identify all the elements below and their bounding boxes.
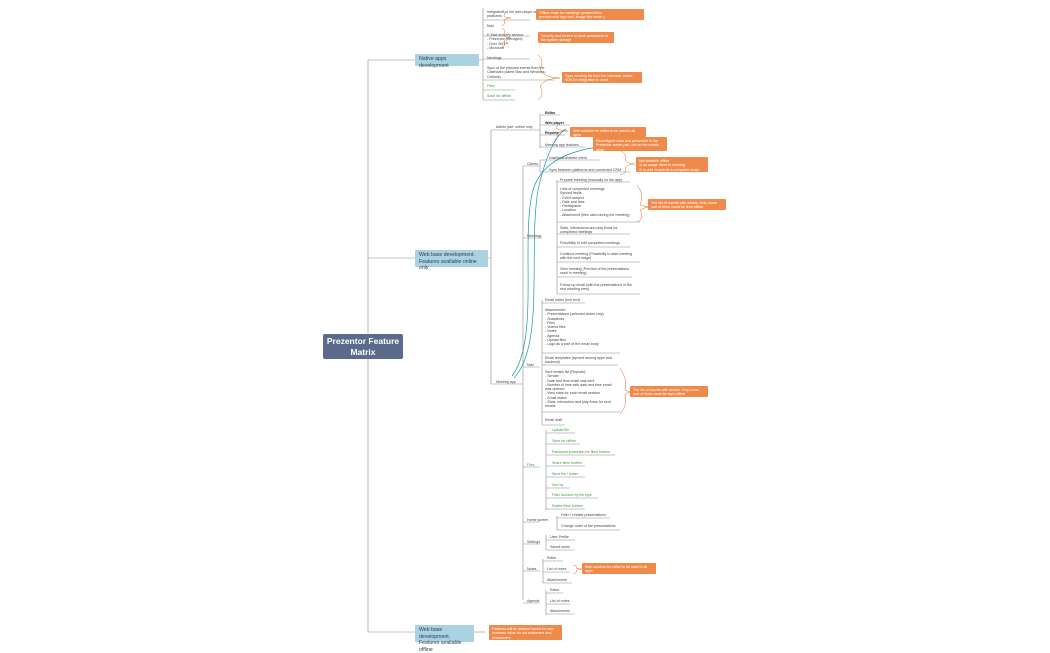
- mail-attachments[interactable]: Attachments: - Presentations (selected s…: [545, 308, 604, 347]
- mail-email-editor[interactable]: Email editor (rich text): [545, 298, 580, 302]
- files-item[interactable]: Filter function by file type: [552, 493, 592, 497]
- note-offline-mode-text: Offline mode for meetings (presentation …: [539, 11, 605, 20]
- notes-attachments[interactable]: Attachments: [547, 578, 567, 582]
- meetings-lists[interactable]: Lists of completed meetings Synced field…: [560, 187, 630, 217]
- note-security-text: Security and related to store passwords …: [541, 34, 608, 43]
- note-web-solution: Web solution for editor to be used in al…: [570, 127, 646, 137]
- clients-dashboard[interactable]: Dashboard/delete client: [549, 156, 587, 160]
- meetings-continue[interactable]: Continue meeting (Possibility to start m…: [560, 252, 633, 261]
- web-reports[interactable]: Reports: [545, 131, 559, 135]
- clients-label[interactable]: Clients: [527, 162, 538, 166]
- mail-label[interactable]: Mail: [527, 363, 534, 367]
- meetings-follow-up[interactable]: Follow up email (with the presentations …: [560, 283, 632, 292]
- branch-web-offline[interactable]: Web base development. Features available…: [415, 625, 474, 653]
- note-reports-list-text: The list of reports with details. Only s…: [651, 201, 717, 210]
- note-security: Security and related to store passwords …: [538, 32, 614, 43]
- agenda-attachments[interactable]: Attachments: [550, 609, 570, 613]
- files-item[interactable]: Save for offline: [552, 439, 576, 443]
- native-meetings[interactable]: Meetings: [487, 56, 502, 60]
- native-save-offline[interactable]: Save for offline: [487, 94, 511, 98]
- branch-native-label: Native apps development: [419, 56, 449, 69]
- mail-email-draft[interactable]: Email draft: [545, 418, 563, 422]
- note-notes-web: Web solution for editor to be used in al…: [582, 563, 656, 574]
- branch-web-online-label: Web base development. Features available…: [419, 252, 477, 271]
- files-item[interactable]: Delete files/ folders: [552, 504, 583, 508]
- settings-user-profile[interactable]: User Profile: [550, 535, 569, 539]
- note-not-offline: Not possible offline 1) as usage client …: [636, 157, 708, 172]
- note-prezentor-app-text: Reconfigure code and presented in the Pr…: [596, 139, 660, 152]
- note-offline-mode: Offline mode for meetings (presentation …: [536, 9, 644, 20]
- native-mail-delivery[interactable]: E-Mail delivery service: - Prezentor (Se…: [487, 33, 524, 50]
- note-not-offline-text: Not possible offline 1) as usage client …: [639, 159, 699, 172]
- settings-label[interactable]: Settings: [527, 540, 540, 544]
- admin-part[interactable]: Admin part, online only: [496, 125, 533, 129]
- note-reports-list: The list of reports with details. Only s…: [648, 199, 726, 210]
- branch-web-online[interactable]: Web base development. Features available…: [415, 250, 488, 271]
- clients-sync[interactable]: Sync between platforms and connected CRM: [549, 168, 622, 172]
- files-item[interactable]: Send file / folder: [552, 472, 578, 476]
- files-item[interactable]: Password protection for files/ folders: [552, 450, 610, 454]
- files-item[interactable]: Sort by: [552, 483, 564, 487]
- meetings-view[interactable]: View meeting (Preview of the presentatio…: [560, 267, 630, 276]
- note-offline-features: Features will be defined based on user b…: [489, 625, 562, 640]
- meeting-app[interactable]: Meeting app: [496, 380, 516, 384]
- web-meeting-app-features[interactable]: Meeting app features: [545, 143, 579, 147]
- mail-sent-emails[interactable]: Sent emails list (Reports): - Sender - D…: [545, 370, 612, 409]
- note-notes-web-text: Web solution for editor to be used in al…: [585, 565, 648, 574]
- note-web-solution-text: Web solution for editor to be used in al…: [573, 129, 636, 138]
- branch-native[interactable]: Native apps development: [415, 54, 479, 69]
- meetings-edit[interactable]: Possibility to edit completed meetings: [560, 241, 620, 245]
- files-label[interactable]: Files: [527, 463, 535, 467]
- meetings-prepare[interactable]: Prepare meeting (manually on the app): [560, 178, 623, 182]
- settings-saved-users[interactable]: Saved users: [550, 545, 570, 549]
- mail-templates[interactable]: Email templates (synced among apps and b…: [545, 356, 612, 365]
- notes-label[interactable]: Notes: [527, 567, 537, 571]
- note-sync-calendar-text: Sync meeting list from the calendar, nat…: [565, 74, 633, 83]
- home-screen-label[interactable]: Home screen: [527, 518, 549, 522]
- notes-list[interactable]: List of notes: [547, 567, 567, 571]
- native-files[interactable]: Files: [487, 84, 495, 88]
- root-node[interactable]: Prezentor Feature Matrix: [323, 334, 403, 359]
- native-sync-events[interactable]: Sync of the planned events from the Cale…: [487, 66, 546, 79]
- note-reports-logs-text: The list of reports with details. Only s…: [633, 388, 699, 397]
- note-offline-features-text: Features will be defined based on user b…: [492, 627, 554, 640]
- note-prezentor-app: Reconfigure code and presented in the Pr…: [593, 137, 667, 152]
- notes-editor[interactable]: Editor: [547, 556, 557, 560]
- web-editor[interactable]: Editor: [545, 111, 556, 115]
- note-reports-logs: The list of reports with details. Only s…: [630, 386, 708, 397]
- meetings-stats[interactable]: Stats, interactions and play flows for c…: [560, 226, 618, 235]
- files-item[interactable]: Upload file: [552, 428, 569, 432]
- note-sync-calendar: Sync meeting list from the calendar, nat…: [562, 72, 642, 83]
- agenda-editor[interactable]: Editor: [550, 588, 560, 592]
- web-player[interactable]: Web player: [545, 121, 565, 125]
- root-title: Prezentor Feature Matrix: [326, 335, 400, 357]
- agenda-label[interactable]: Agenda: [527, 599, 540, 603]
- meetings-label[interactable]: Meetings: [527, 234, 542, 238]
- home-change-order[interactable]: Change order of the presentations: [561, 524, 616, 528]
- native-mail[interactable]: Mail: [487, 24, 494, 28]
- home-filter[interactable]: Filter / Unhide presentations: [561, 513, 606, 517]
- files-item[interactable]: Share files/ folders: [552, 461, 582, 465]
- agenda-list[interactable]: List of notes: [550, 599, 570, 603]
